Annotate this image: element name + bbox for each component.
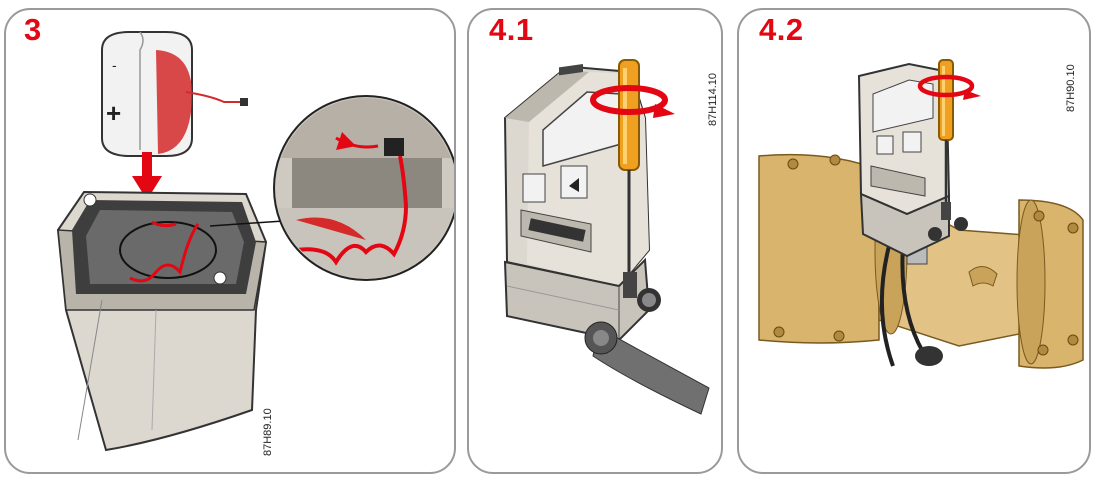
magnified-detail-view xyxy=(274,96,456,288)
svg-text:+: + xyxy=(106,98,121,128)
step-4-1-panel: 4.1 xyxy=(467,8,723,474)
svg-text:-: - xyxy=(112,57,117,73)
mounted-meter-illustration xyxy=(739,10,1091,474)
device-housing xyxy=(58,192,266,450)
battery-replacement-illustration: - + xyxy=(6,10,456,474)
figure-code: 87H89.10 xyxy=(262,408,274,456)
step-4-2-panel: 4.2 xyxy=(737,8,1091,474)
cable xyxy=(585,322,709,414)
battery-pack-icon: - + xyxy=(102,32,248,156)
figure-code: 87H90.10 xyxy=(1065,64,1077,112)
step-3-panel: 3 - + xyxy=(4,8,456,474)
figure-code: 87H114.10 xyxy=(707,73,719,126)
cover-screw-illustration xyxy=(469,10,723,474)
